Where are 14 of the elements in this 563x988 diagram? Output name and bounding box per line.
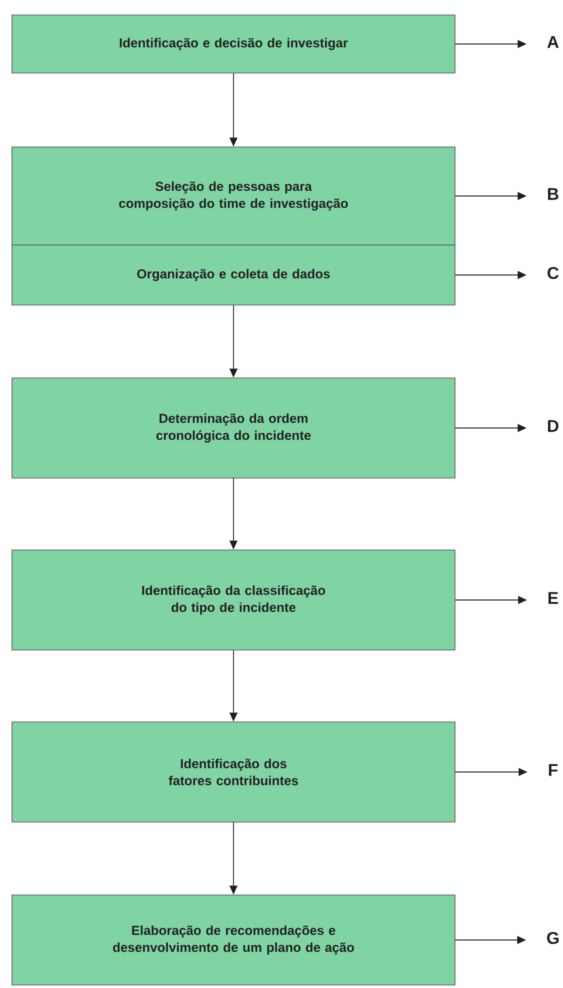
process-box: Seleção de pessoas para composição do time de investigação <box>12 146 456 246</box>
process-box: Determinação da ordem cronológica do incidente <box>12 378 456 478</box>
step-letter: C <box>548 266 559 280</box>
step-letter: E <box>548 592 558 604</box>
step-letter: G <box>547 932 559 944</box>
step-letter: F <box>548 764 558 776</box>
process-box: Identificação e decisão de investigar <box>12 14 456 74</box>
process-box: Elaboração de recomendações e desenvolvimento de um plano de ação <box>12 894 456 986</box>
process-box: Identificação da classificação do tipo de incidente <box>12 550 456 650</box>
process-box: Identificação dos fatores contribuintes <box>12 722 456 822</box>
process-box: Organização e coleta de dados <box>12 244 456 306</box>
step-letter: D <box>548 420 558 432</box>
step-letter: B <box>548 188 558 200</box>
step-letter: A <box>547 36 559 48</box>
